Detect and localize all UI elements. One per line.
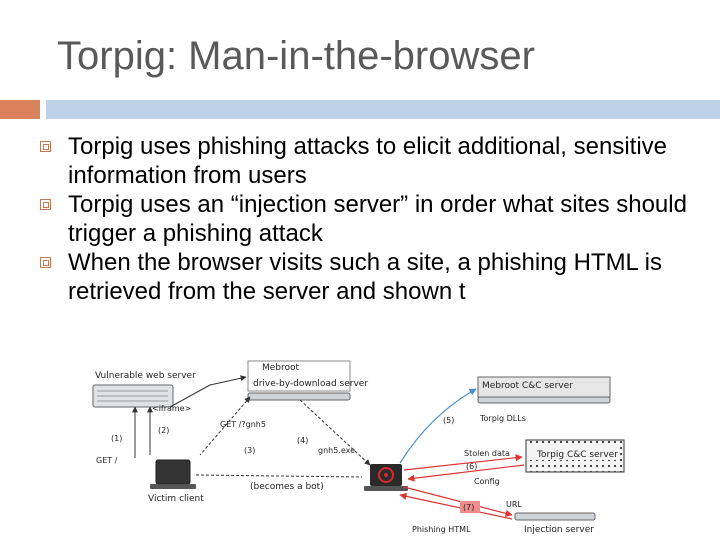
bullet-square-icon <box>40 257 51 268</box>
bullet-square-icon <box>40 141 51 152</box>
step5-label: (5) <box>443 416 454 425</box>
bullet-text: Torpig uses phishing attacks to elicit a… <box>68 133 667 189</box>
accent-bar-blue <box>46 100 720 119</box>
phishing-html-label: Phishing HTML <box>412 525 471 534</box>
server-rack-icon <box>514 512 596 521</box>
get-gnh5-label: GET /?gnh5 <box>220 420 266 429</box>
mebroot-cc-node: Mebroot C&C server <box>477 376 611 404</box>
injection-server-node: Injection server <box>514 512 596 535</box>
iframe-label: <iframe> <box>152 404 191 413</box>
slide-title: Torpig: Man-in-the-browser <box>57 34 535 78</box>
becomes-bot-label: (becomes a bot) <box>250 482 324 492</box>
laptop-icon <box>155 459 191 485</box>
mebroot-dbd-node: Mebroot drive-by-download server <box>247 360 368 401</box>
step1-label: (1) <box>111 434 122 443</box>
victim-client-label: Victim client <box>148 494 204 504</box>
bullet-item: When the browser visits such a site, a p… <box>38 248 698 306</box>
mebroot-dbd-label-1: Mebroot <box>262 363 300 373</box>
config-label: Config <box>474 477 500 486</box>
accent-bar-orange <box>0 100 40 119</box>
server-rack-icon <box>247 392 351 401</box>
step6-label: (6) <box>466 462 477 471</box>
torpig-attack-diagram: Vulnerable web server Mebroot drive-by-d… <box>92 360 625 535</box>
step4-label: (4) <box>297 436 308 445</box>
torpig-cc-label: Torpig C&C server <box>536 450 618 460</box>
bullet-item: Torpig uses an “injection server” in ord… <box>38 190 698 248</box>
gnh5-exe-label: gnh5.exe <box>318 446 355 455</box>
vulnerable-server-node: Vulnerable web server <box>92 371 196 408</box>
vulnerable-server-label: Vulnerable web server <box>95 371 196 381</box>
bullet-text: When the browser visits such a site, a p… <box>68 249 663 305</box>
step2-label: (2) <box>158 426 169 435</box>
torpig-cc-node: Torpig C&C server <box>525 439 625 473</box>
url-label: URL <box>506 500 522 509</box>
mebroot-dbd-label-2: drive-by-download server <box>253 379 368 389</box>
server-rack-icon <box>477 396 611 404</box>
stolen-data-label: Stolen data <box>464 449 510 458</box>
bullet-list: Torpig uses phishing attacks to elicit a… <box>38 132 698 306</box>
bullet-item: Torpig uses phishing attacks to elicit a… <box>38 132 698 190</box>
torpig-dlls-label: Torpig DLLs <box>479 414 526 423</box>
victim-client-node: Victim client <box>148 459 204 504</box>
bullet-square-icon <box>40 199 51 210</box>
mebroot-cc-label: Mebroot C&C server <box>482 381 573 391</box>
get-root-label: GET / <box>96 456 118 465</box>
step3-label: (3) <box>244 446 255 455</box>
step7-label: (7) <box>463 503 474 512</box>
bullet-text: Torpig uses an “injection server” in ord… <box>68 191 687 247</box>
injection-server-label: Injection server <box>524 525 594 535</box>
biohazard-icon <box>364 464 408 491</box>
